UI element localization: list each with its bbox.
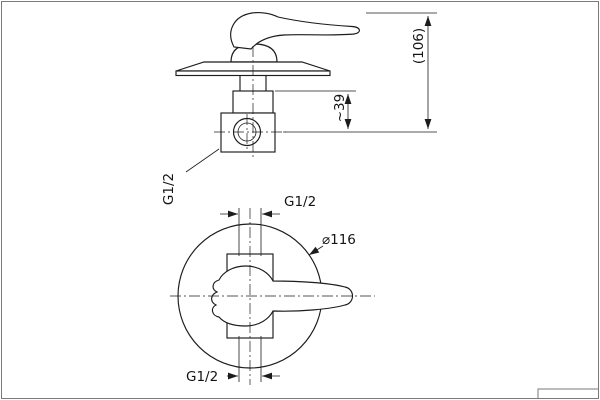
front-view: G1/2 G1/2 ⌀116 — [170, 194, 375, 385]
bottom-port-thread-label: G1/2 — [186, 369, 218, 385]
label-side-port-thread: G1/2 — [161, 148, 220, 205]
side-port-thread-label: G1/2 — [161, 173, 177, 205]
handle-lever-side — [230, 11, 360, 50]
overall-height-dim-label: (106) — [411, 28, 427, 64]
label-escutcheon-diameter: ⌀116 — [308, 232, 356, 256]
top-port-thread-label: G1/2 — [284, 194, 316, 210]
dimension-bottom-port: G1/2 — [186, 369, 280, 385]
escutcheon-diameter-label: ⌀116 — [322, 232, 356, 248]
diameter-leader-line — [308, 245, 324, 256]
handle-lever-front — [211, 265, 354, 327]
dimension-overall-height: (106) — [366, 12, 437, 129]
side-port-leader-line — [185, 148, 220, 173]
dimension-port-offset: ~39 — [275, 90, 437, 133]
dimension-top-port: G1/2 — [220, 194, 316, 218]
title-block-corner — [537, 388, 598, 398]
side-view: G1/2 ~39 (106) — [161, 11, 437, 205]
port-offset-dim-label: ~39 — [332, 94, 348, 123]
